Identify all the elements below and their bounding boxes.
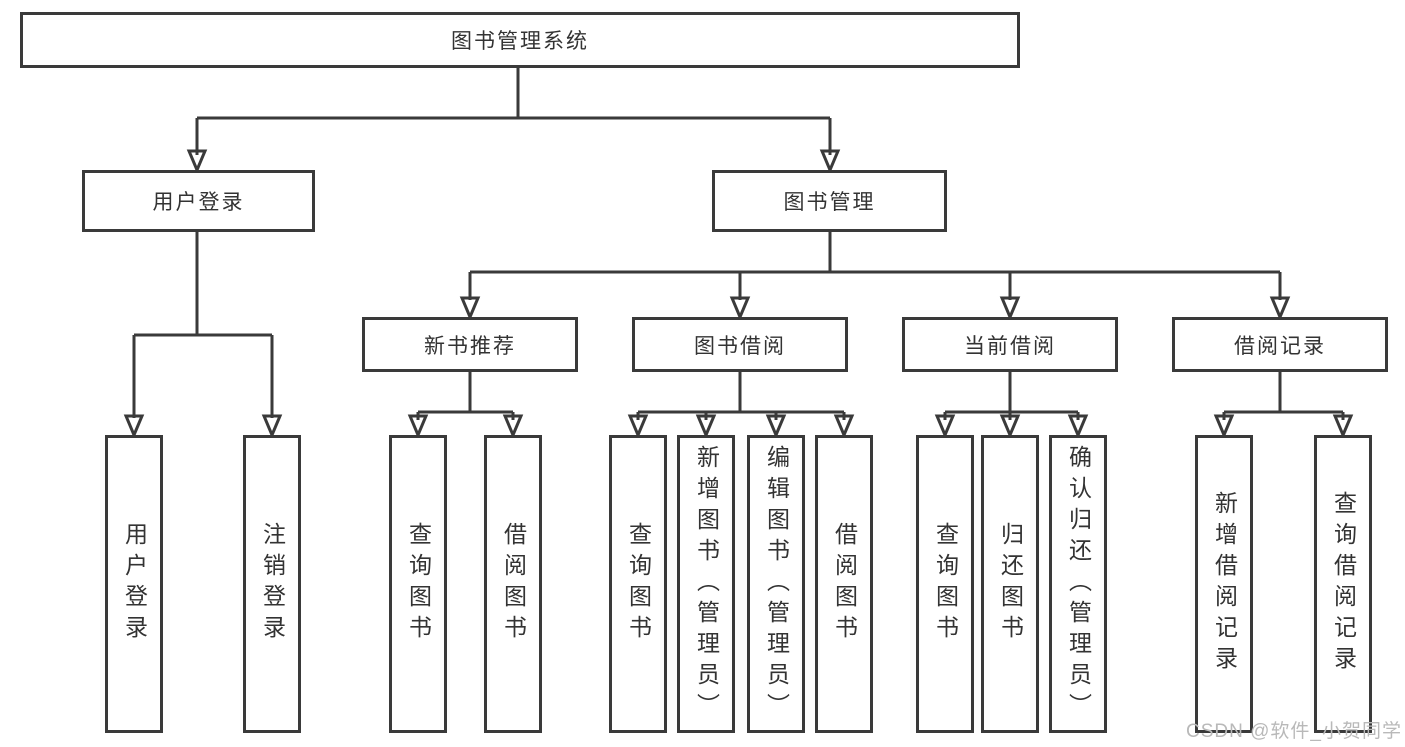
leaf-user-login-label: 用户登录 <box>121 522 148 646</box>
leaf-add-books-admin: 新增图书（管理员） <box>677 435 735 733</box>
leaf-borrow-books-recommend-label: 借阅图书 <box>500 522 527 646</box>
arrowhead <box>730 296 750 319</box>
leaf-logout: 注销登录 <box>243 435 301 733</box>
leaf-confirm-return-admin: 确认归还（管理员） <box>1049 435 1107 733</box>
leaf-add-borrow-record: 新增借阅记录 <box>1195 435 1253 733</box>
leaf-query-books-recommend-label: 查询图书 <box>405 522 432 646</box>
node-new-book-recommend: 新书推荐 <box>362 317 578 372</box>
node-book-borrow: 图书借阅 <box>632 317 848 372</box>
leaf-query-books-recommend: 查询图书 <box>389 435 447 733</box>
leaf-query-books-current: 查询图书 <box>916 435 974 733</box>
node-book-management-label: 图书管理 <box>783 191 876 214</box>
connector-borrow-records <box>1222 372 1345 420</box>
leaf-user-login: 用户登录 <box>105 435 163 733</box>
arrowhead <box>1270 296 1290 319</box>
leaf-add-borrow-record-label: 新增借阅记录 <box>1211 491 1238 677</box>
node-current-borrow: 当前借阅 <box>902 317 1118 372</box>
leaf-query-borrow-record-label: 查询借阅记录 <box>1330 491 1357 677</box>
connector-book-management <box>468 232 1282 300</box>
arrowhead <box>460 296 480 319</box>
node-book-borrow-label: 图书借阅 <box>694 334 786 358</box>
connector-user-login <box>132 232 274 418</box>
connector-current-borrow <box>943 372 1080 420</box>
connector-new-book-recommend <box>416 372 515 420</box>
leaf-edit-books-admin-label: 编辑图书（管理员） <box>763 444 790 724</box>
leaf-query-books-current-label: 查询图书 <box>932 522 959 646</box>
leaf-logout-label: 注销登录 <box>259 522 286 646</box>
arrowhead <box>1000 296 1020 319</box>
leaf-edit-books-admin: 编辑图书（管理员） <box>747 435 805 733</box>
leaf-borrow-books-recommend: 借阅图书 <box>484 435 542 733</box>
leaf-return-books-label: 归还图书 <box>997 522 1024 646</box>
leaf-confirm-return-admin-label: 确认归还（管理员） <box>1065 444 1092 724</box>
node-root-label: 图书管理系统 <box>451 30 589 53</box>
connector-root <box>195 67 832 155</box>
node-root: 图书管理系统 <box>20 12 1020 68</box>
arrowhead <box>262 414 282 437</box>
node-user-login: 用户登录 <box>82 170 315 232</box>
arrowhead <box>124 414 144 437</box>
node-new-book-recommend-label: 新书推荐 <box>424 334 516 358</box>
node-borrow-records-label: 借阅记录 <box>1234 334 1326 358</box>
node-book-management: 图书管理 <box>712 170 947 232</box>
leaf-query-books-borrow-label: 查询图书 <box>625 522 652 646</box>
connector-book-borrow <box>636 372 846 420</box>
leaf-query-books-borrow: 查询图书 <box>609 435 667 733</box>
leaf-borrow-books-label: 借阅图书 <box>831 522 858 646</box>
leaf-return-books: 归还图书 <box>981 435 1039 733</box>
node-user-login-label: 用户登录 <box>152 191 245 214</box>
node-current-borrow-label: 当前借阅 <box>964 334 1056 358</box>
watermark: CSDN @软件_小贺同学 <box>1186 721 1402 742</box>
leaf-borrow-books: 借阅图书 <box>815 435 873 733</box>
leaf-query-borrow-record: 查询借阅记录 <box>1314 435 1372 733</box>
leaf-add-books-admin-label: 新增图书（管理员） <box>693 444 720 724</box>
node-borrow-records: 借阅记录 <box>1172 317 1388 372</box>
